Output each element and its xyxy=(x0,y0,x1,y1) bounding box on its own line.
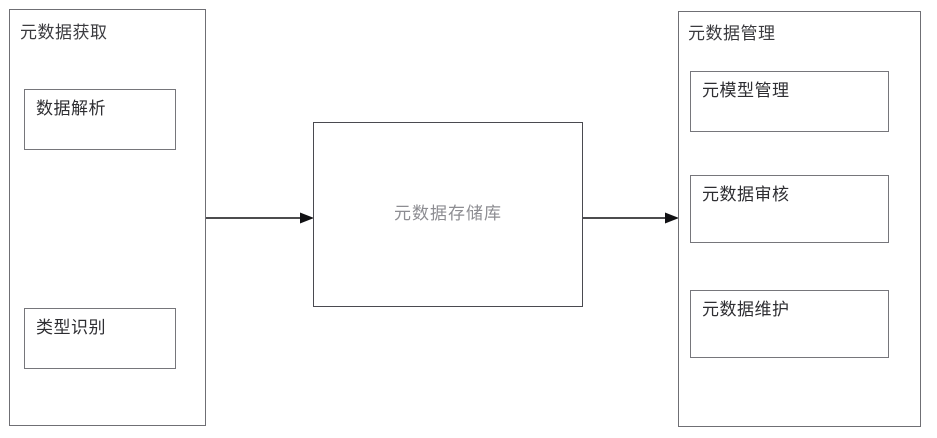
right-item-label-2: 元数据审核 xyxy=(702,185,790,205)
left-item-box-2[interactable]: 类型识别 xyxy=(24,308,176,369)
right-item-box-1[interactable]: 元模型管理 xyxy=(690,71,889,132)
right-item-box-3[interactable]: 元数据维护 xyxy=(690,290,889,358)
right-item-box-2[interactable]: 元数据审核 xyxy=(690,175,889,243)
left-item-label-1: 数据解析 xyxy=(36,99,106,119)
left-panel-title: 元数据获取 xyxy=(20,23,108,43)
arrow-acquisition-to-repository xyxy=(206,212,314,224)
right-panel-title: 元数据管理 xyxy=(688,24,776,44)
center-block-label: 元数据存储库 xyxy=(394,204,502,224)
right-item-label-3: 元数据维护 xyxy=(702,300,790,320)
left-item-label-2: 类型识别 xyxy=(36,318,106,338)
right-item-label-1: 元模型管理 xyxy=(702,81,790,101)
center-block-metadata-repository[interactable]: 元数据存储库 xyxy=(313,122,583,307)
left-item-box-1[interactable]: 数据解析 xyxy=(24,89,176,150)
arrow-repository-to-management xyxy=(583,212,679,224)
